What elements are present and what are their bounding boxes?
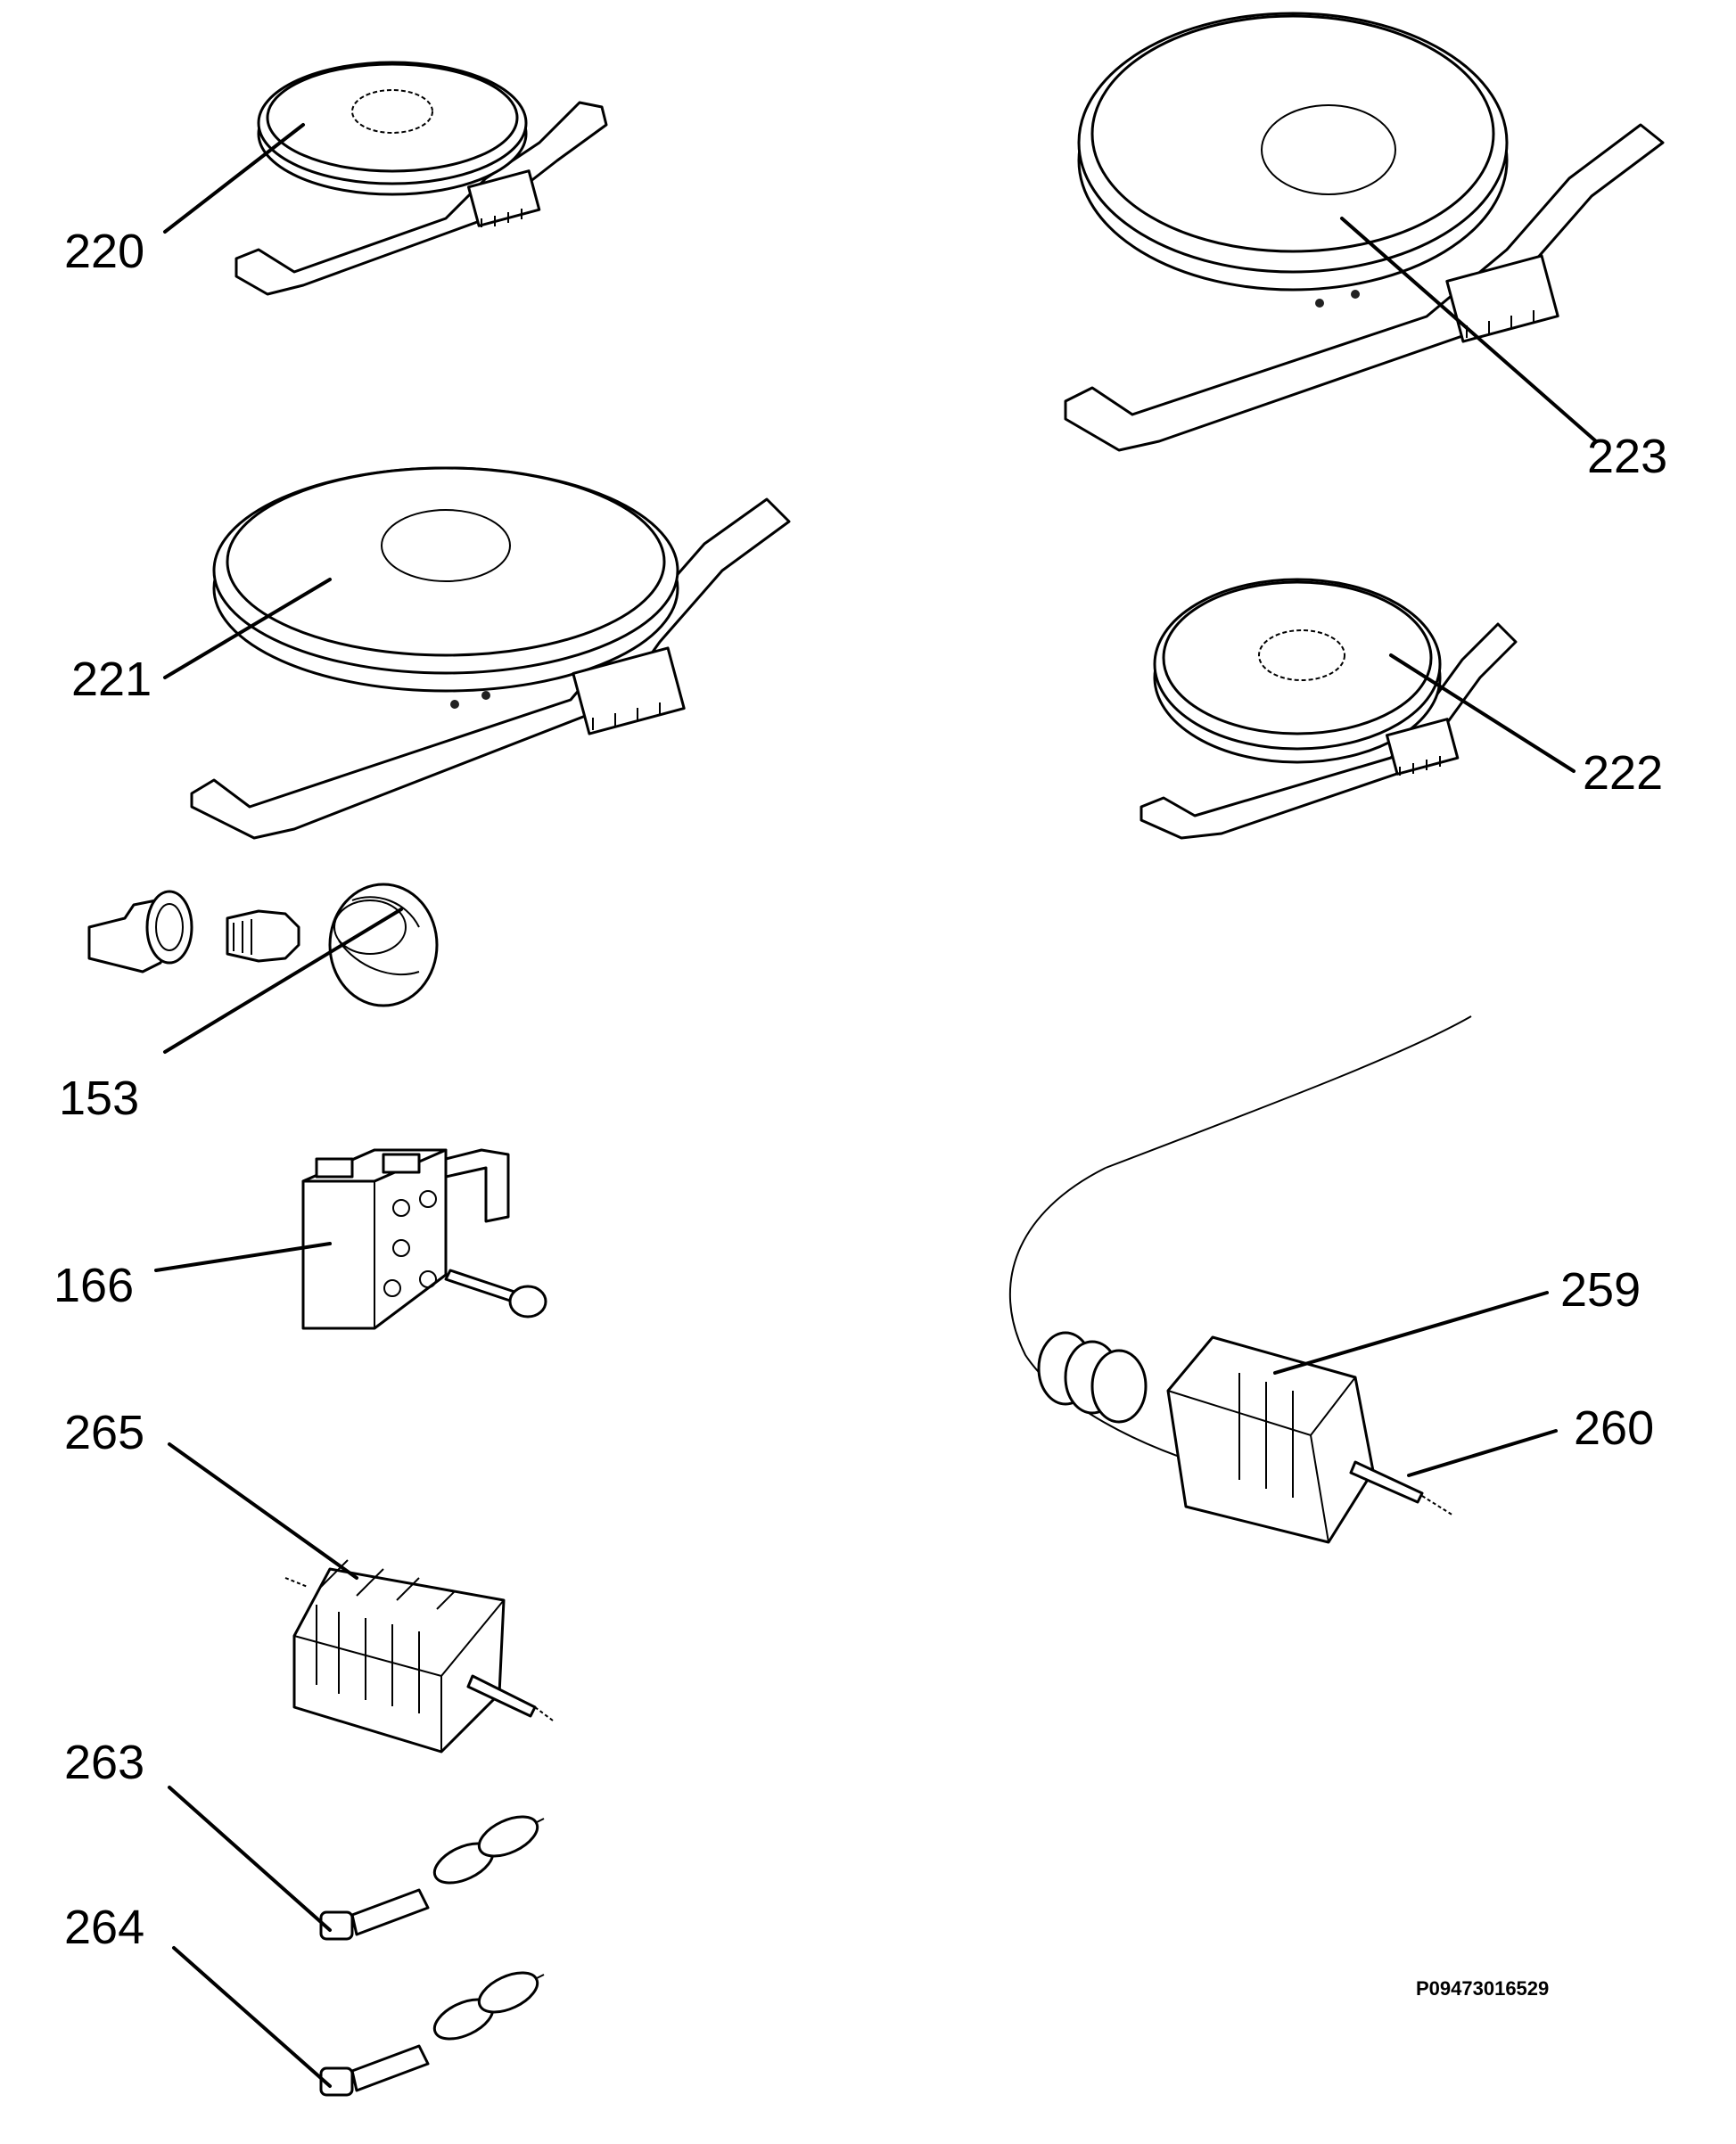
leader-264 [172, 1946, 332, 2088]
callout-166: 166 [53, 1259, 134, 1312]
indicator-lamp-263 [319, 1815, 545, 1941]
leader-265 [168, 1442, 358, 1580]
callout-265: 265 [64, 1406, 144, 1459]
callout-220: 220 [64, 225, 144, 278]
thermostat-259 [1008, 1015, 1472, 1544]
callout-labels: 220 221 222 223 153 166 265 263 264 259 … [53, 225, 1667, 1954]
leader-260 [1407, 1429, 1558, 1477]
selector-switch-265 [284, 1559, 554, 1754]
leader-259 [1273, 1291, 1549, 1375]
hotplate-221 [190, 466, 791, 840]
callout-264: 264 [64, 1901, 144, 1954]
callout-223: 223 [1587, 430, 1667, 483]
callout-153: 153 [59, 1072, 139, 1125]
callout-263: 263 [64, 1736, 144, 1789]
leader-lines [154, 123, 1598, 2088]
hotplate-222 [1140, 578, 1518, 840]
callout-221: 221 [71, 653, 152, 706]
callout-222: 222 [1583, 746, 1663, 800]
leader-220 [163, 123, 305, 234]
drawing-code: P09473016529 [1416, 1977, 1549, 2000]
leader-222 [1389, 653, 1576, 773]
leader-223 [1340, 217, 1598, 443]
leader-166 [154, 1242, 332, 1272]
leader-153 [163, 908, 403, 1054]
hotplate-220 [234, 61, 608, 296]
leader-221 [163, 578, 332, 679]
callout-259: 259 [1560, 1263, 1641, 1317]
terminal-block-166 [301, 1148, 547, 1330]
indicator-lamp-264 [319, 1971, 545, 2097]
hotplate-223 [1064, 12, 1665, 452]
lamp-assembly-153 [87, 883, 439, 1007]
leader-263 [168, 1786, 332, 1932]
callout-260: 260 [1574, 1401, 1654, 1455]
